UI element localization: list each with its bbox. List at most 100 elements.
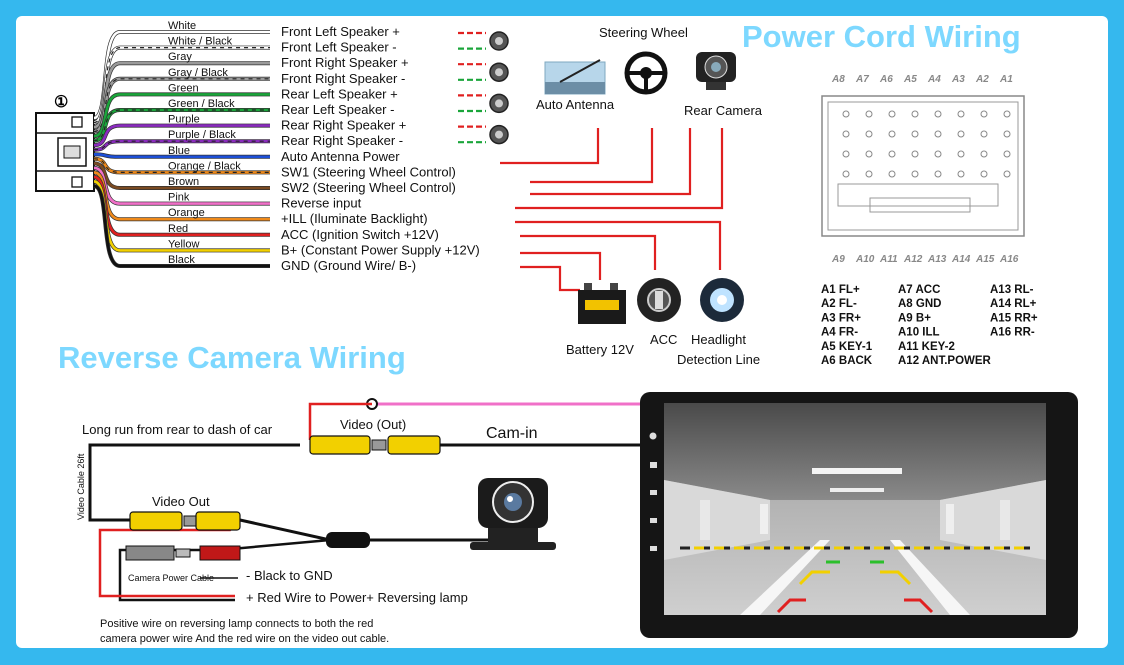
pin-legend-entry: A9 B+	[898, 312, 931, 324]
pin-hole	[888, 110, 896, 118]
volume-down-icon	[650, 546, 657, 551]
pin-hole	[888, 170, 896, 178]
power-cord-wiring-title: Power Cord Wiring	[742, 19, 1021, 54]
pin-legend-entry: A10 ILL	[898, 327, 940, 339]
pin-hole	[911, 110, 919, 118]
pin-hole	[980, 110, 988, 118]
pin-hole	[1003, 130, 1011, 138]
wire-function-label: Rear Right Speaker +	[281, 118, 406, 133]
pin-legend-entry: A5 KEY-1	[821, 341, 873, 353]
wire-function-label: Front Left Speaker -	[281, 40, 397, 55]
headlight-icon: Headlight Detection Line	[677, 278, 760, 367]
speaker-connection	[458, 31, 509, 51]
pin-legend-entry: A12 ANT.POWER	[898, 355, 992, 367]
pin-bottom-label: A16	[999, 254, 1019, 265]
long-run-label: Long run from rear to dash of car	[82, 422, 273, 437]
power-icon	[649, 432, 657, 440]
wire-color-label: White / Black	[168, 36, 233, 48]
pin-bottom-label: A15	[975, 254, 995, 265]
pin-top-label: A7	[855, 74, 869, 85]
pin-legend-entry: A14 RL+	[990, 298, 1037, 310]
pin-hole	[934, 110, 942, 118]
wire-function-label: Rear Right Speaker -	[281, 133, 403, 148]
wire-color-label: Green	[168, 82, 199, 94]
headlight-label-line2: Detection Line	[677, 352, 760, 367]
pin-hole	[1003, 110, 1011, 118]
video-out-label: Video Out	[152, 494, 210, 509]
pin-hole	[888, 130, 896, 138]
pin-hole	[842, 170, 850, 178]
pin-legend-entry: A7 ACC	[898, 284, 940, 296]
speaker-icon	[489, 31, 509, 51]
pin-hole	[957, 170, 965, 178]
wire-color-label: Gray	[168, 51, 192, 63]
pin-hole	[934, 150, 942, 158]
wire-gray	[93, 61, 270, 130]
pin-top-label: A4	[927, 74, 941, 85]
pin-legend-entry: A1 FL+	[821, 284, 860, 296]
wire-function-label: Reverse input	[281, 196, 362, 211]
pin-hole	[957, 150, 965, 158]
camera-power-plugs	[125, 545, 241, 561]
steering-wheel-icon: Steering Wheel	[599, 25, 688, 95]
wire-color-label: Brown	[168, 176, 199, 188]
pin-top-label: A8	[831, 74, 845, 85]
pin-hole	[957, 110, 965, 118]
pin-bottom-label: A10	[855, 254, 875, 265]
wire-function-label: +ILL (Iluminate Backlight)	[281, 211, 428, 226]
pin-hole	[911, 170, 919, 178]
speaker-icon	[489, 62, 509, 82]
wire-function-label: ACC (Ignition Switch +12V)	[281, 227, 439, 242]
pin-top-label: A2	[975, 74, 989, 85]
pin-bottom-label: A13	[927, 254, 947, 265]
note-line-2: camera power wire And the red wire on th…	[100, 633, 389, 645]
reverse-camera-section: Long run from rear to dash of car Video …	[76, 398, 640, 645]
pin-hole	[865, 130, 873, 138]
wire-gray-black	[93, 76, 270, 134]
head-unit-screen	[640, 392, 1078, 638]
pin-hole	[980, 150, 988, 158]
pin-legend-entry: A16 RR-	[990, 327, 1035, 339]
pin-legend-entry: A13 RL-	[990, 284, 1034, 296]
pin-hole	[957, 130, 965, 138]
wire-function-label: Rear Left Speaker -	[281, 102, 394, 117]
pin-legend-entry: A4 FR-	[821, 327, 858, 339]
pin-bottom-label: A9	[831, 254, 845, 265]
device-connection-lines	[500, 128, 724, 292]
acc-label: ACC	[650, 332, 677, 347]
speaker-connection	[458, 62, 509, 82]
wire-function-label: Front Left Speaker +	[281, 24, 400, 39]
pin-top-label: A3	[951, 74, 965, 85]
antenna-icon: Auto Antenna	[536, 59, 615, 112]
pin-hole	[865, 150, 873, 158]
pin-hole	[842, 110, 850, 118]
pin-bottom-label: A11	[879, 254, 898, 265]
head-unit-side-buttons	[649, 432, 657, 551]
wire-color-label: Purple	[168, 114, 200, 126]
harness-connector: ①	[35, 94, 95, 192]
pin-legend-entry: A6 BACK	[821, 355, 873, 367]
pin-bottom-label: A12	[903, 254, 923, 265]
pin-hole	[1003, 170, 1011, 178]
home-icon	[650, 462, 657, 468]
red-to-power-label: + Red Wire to Power+ Reversing lamp	[246, 590, 468, 605]
pin-hole	[980, 170, 988, 178]
pin-legend-entry: A15 RR+	[990, 312, 1038, 324]
wire-brown	[93, 161, 270, 190]
camera-power-cable-label: Camera Power Cable	[128, 573, 214, 583]
pin-legend-entry: A8 GND	[898, 298, 941, 310]
black-to-gnd-label: - Black to GND	[246, 568, 333, 583]
pin-hole	[911, 130, 919, 138]
reverse-camera-wiring-title: Reverse Camera Wiring	[58, 340, 406, 375]
wire-color-label: Yellow	[168, 238, 199, 250]
wire-black	[93, 184, 270, 268]
video-cable-label: Video Cable 26ft	[76, 453, 86, 520]
backup-camera-icon	[470, 478, 556, 550]
rear-camera-label: Rear Camera	[684, 103, 763, 118]
video-out-in-label: Video (Out)	[340, 417, 406, 432]
wire-color-label: Orange	[168, 207, 205, 219]
wire-orange-black	[93, 156, 270, 175]
